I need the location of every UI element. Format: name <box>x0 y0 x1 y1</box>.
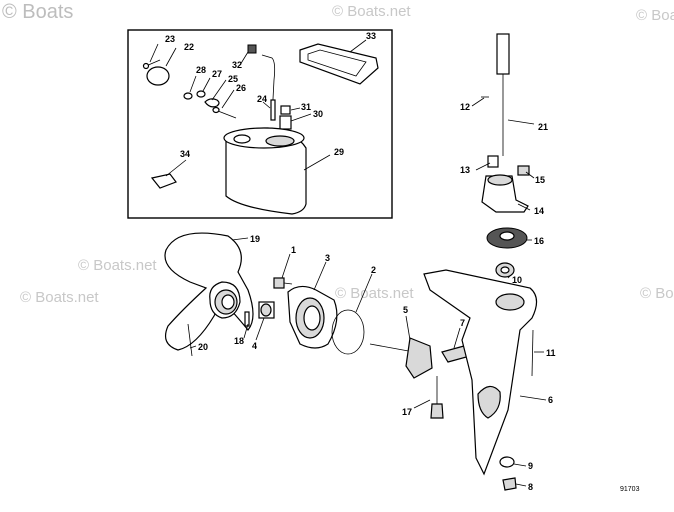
callout-18: 18 <box>234 336 244 346</box>
callout-4: 4 <box>252 341 257 351</box>
inset-frame <box>127 29 393 219</box>
watermark-tile-center: © Boats.net <box>335 285 414 302</box>
part-15-screw <box>517 165 530 176</box>
callout-7: 7 <box>460 318 465 328</box>
watermark-tile-top: © Boats.net <box>332 3 411 20</box>
callout-23: 23 <box>165 34 175 44</box>
part-26-bolt <box>212 106 237 119</box>
callout-6: 6 <box>548 395 553 405</box>
callout-29: 29 <box>334 147 344 157</box>
watermark-tile-top-right: © Boats.net <box>636 7 674 24</box>
callout-32: 32 <box>232 60 242 70</box>
callout-17: 17 <box>402 407 412 417</box>
callout-33: 33 <box>366 31 376 41</box>
watermark-tile-right: © Boats.net <box>640 285 674 302</box>
callout-2: 2 <box>371 265 376 275</box>
part-16-impeller <box>486 227 528 249</box>
part-17-bolt <box>430 376 444 419</box>
callout-31: 31 <box>301 102 311 112</box>
callout-1: 1 <box>291 245 296 255</box>
callout-30: 30 <box>313 109 323 119</box>
part-28-washer <box>183 92 193 100</box>
part-33-gasket <box>299 43 379 85</box>
watermark-tile-left: © Boats.net <box>20 289 99 306</box>
callout-labels: 1 2 3 4 5 6 7 8 9 10 11 12 13 14 15 16 1… <box>165 31 556 492</box>
callout-16: 16 <box>534 236 544 246</box>
part-5-shaft-gear <box>369 337 433 379</box>
part-2-o-ring <box>331 309 365 355</box>
callout-10: 10 <box>512 275 522 285</box>
callout-5: 5 <box>403 305 408 315</box>
callout-14: 14 <box>534 206 544 216</box>
drawing-code: 91703 <box>620 486 640 493</box>
callout-9: 9 <box>528 461 533 471</box>
callout-3: 3 <box>325 253 330 263</box>
part-13-sleeve <box>487 155 499 168</box>
callout-8: 8 <box>528 482 533 492</box>
callout-20: 20 <box>198 342 208 352</box>
callout-22: 22 <box>184 42 194 52</box>
watermark-tile-mid-left: © Boats.net <box>78 257 157 274</box>
part-11-stud <box>531 329 534 377</box>
callout-13: 13 <box>460 165 470 175</box>
main-leader-lines <box>189 97 547 487</box>
callout-26: 26 <box>236 83 246 93</box>
part-20-pin <box>187 323 193 357</box>
part-34-block <box>150 173 177 189</box>
callout-27: 27 <box>212 69 222 79</box>
part-22-disc <box>146 66 170 86</box>
callout-24: 24 <box>257 94 267 104</box>
part-25-clip <box>204 98 220 108</box>
callout-15: 15 <box>535 175 545 185</box>
callout-25: 25 <box>228 74 238 84</box>
part-9-washer <box>499 456 515 468</box>
part-1-screw <box>273 277 293 289</box>
part-14-pump-housing <box>481 174 529 213</box>
part-24-pin <box>270 99 276 121</box>
part-29-tank <box>223 127 307 215</box>
part-4-spacer <box>258 301 275 319</box>
callout-11: 11 <box>546 348 556 358</box>
callout-34: 34 <box>180 149 190 159</box>
callout-19: 19 <box>250 234 260 244</box>
part-32-connector <box>247 44 276 119</box>
callout-28: 28 <box>196 65 206 75</box>
watermark-corner: © Boats <box>2 1 73 23</box>
callout-21: 21 <box>538 122 548 132</box>
part-10-seal <box>495 262 515 278</box>
part-21-driveshaft <box>496 33 510 156</box>
part-18-shear-pin <box>244 311 250 327</box>
part-6-gearcase <box>423 269 538 476</box>
inset-leader-lines <box>149 39 367 177</box>
callout-12: 12 <box>460 102 470 112</box>
part-8-nut <box>502 477 517 491</box>
part-19-propeller <box>164 232 254 351</box>
part-31-30-bushing <box>279 105 292 130</box>
part-23-screw <box>142 59 161 70</box>
part-3-housing <box>287 285 338 349</box>
part-27-washer <box>196 90 206 98</box>
